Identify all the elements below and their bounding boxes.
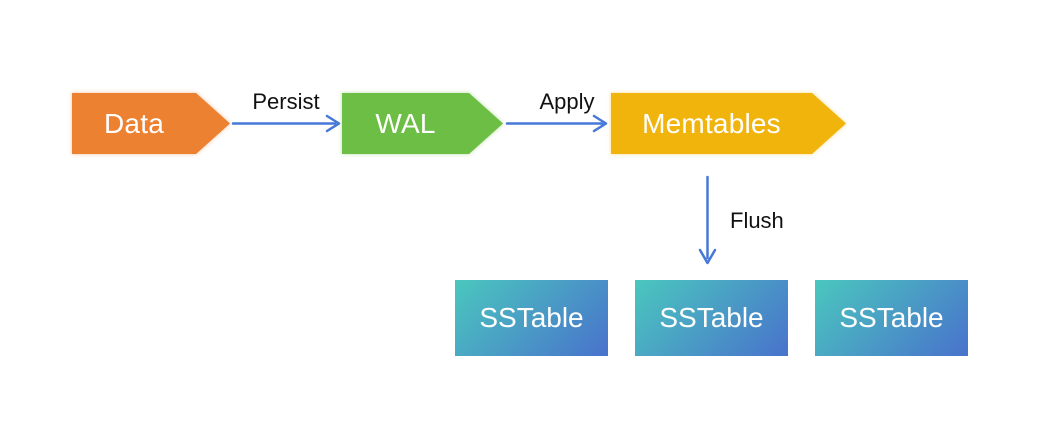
flush-arrow-icon <box>698 175 717 265</box>
node-sstable-3-label: SSTable <box>839 302 944 333</box>
node-sstable-2-label: SSTable <box>659 302 764 333</box>
persist-label: Persist <box>252 89 320 114</box>
node-memtables: Memtables <box>611 93 846 154</box>
node-sstable-3: SSTable <box>815 280 968 356</box>
persist-arrow-icon <box>231 114 341 133</box>
node-data-label: Data <box>104 107 164 139</box>
flush-label: Flush <box>730 208 784 233</box>
node-wal: WAL <box>342 93 503 154</box>
node-wal-label: WAL <box>375 107 436 139</box>
node-sstable-2: SSTable <box>635 280 788 356</box>
node-wal-shape: WAL <box>342 93 503 154</box>
node-sstable-1: SSTable <box>455 280 608 356</box>
node-data-shape: Data <box>72 93 230 154</box>
apply-label: Apply <box>539 89 595 114</box>
apply-arrow-icon <box>505 114 608 133</box>
node-sstable-1-label: SSTable <box>479 302 584 333</box>
node-memtables-shape: Memtables <box>611 93 846 154</box>
node-data: Data <box>72 93 230 154</box>
node-memtables-label: Memtables <box>642 107 781 139</box>
